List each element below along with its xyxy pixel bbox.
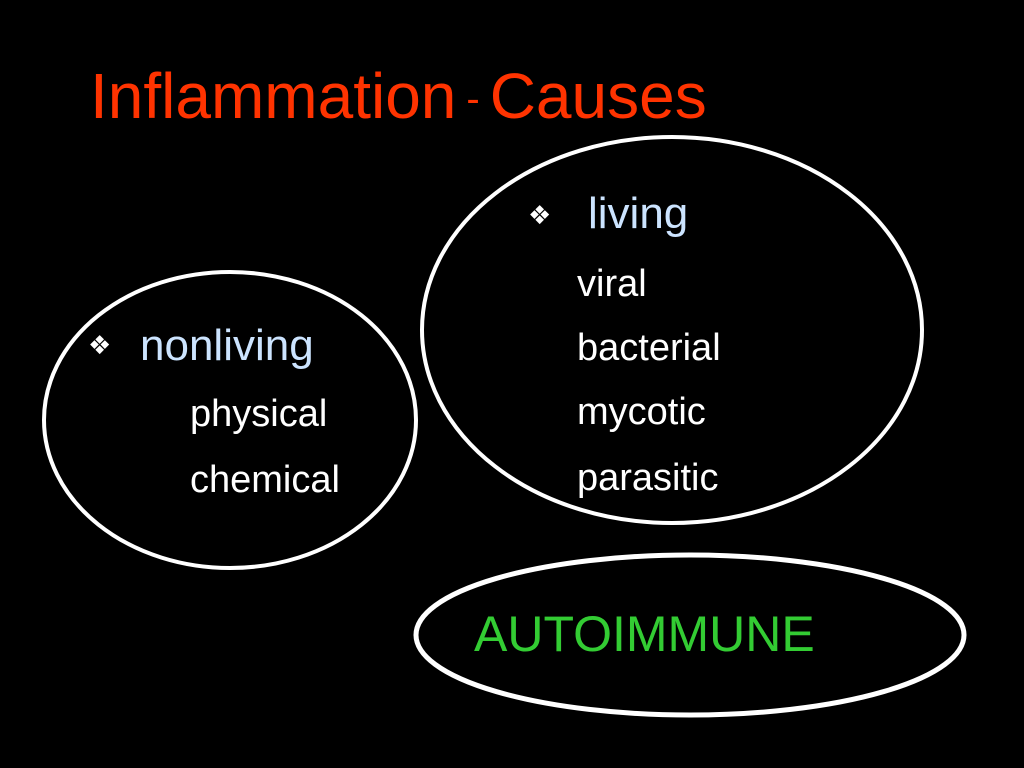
nonliving-heading: nonliving: [140, 321, 314, 370]
living-bullet-icon: ❖: [528, 201, 552, 231]
title-sub: Causes: [489, 60, 707, 132]
living-item-mycotic: mycotic: [577, 391, 706, 433]
living-heading: living: [588, 189, 689, 238]
title-main: Inflammation: [90, 60, 457, 132]
nonliving-oval: [42, 270, 418, 570]
nonliving-item-physical: physical: [190, 393, 328, 435]
autoimmune-oval: [413, 552, 967, 718]
living-oval: [420, 135, 924, 525]
title-separator: -: [466, 77, 480, 121]
living-item-parasitic: parasitic: [577, 457, 719, 499]
nonliving-bullet-icon: ❖: [88, 331, 112, 361]
living-item-viral: viral: [577, 263, 647, 305]
nonliving-item-chemical: chemical: [190, 459, 340, 501]
slide-title: Inflammation-Causes: [90, 58, 707, 137]
living-item-bacterial: bacterial: [577, 327, 721, 369]
autoimmune-label: AUTOIMMUNE: [474, 606, 815, 662]
